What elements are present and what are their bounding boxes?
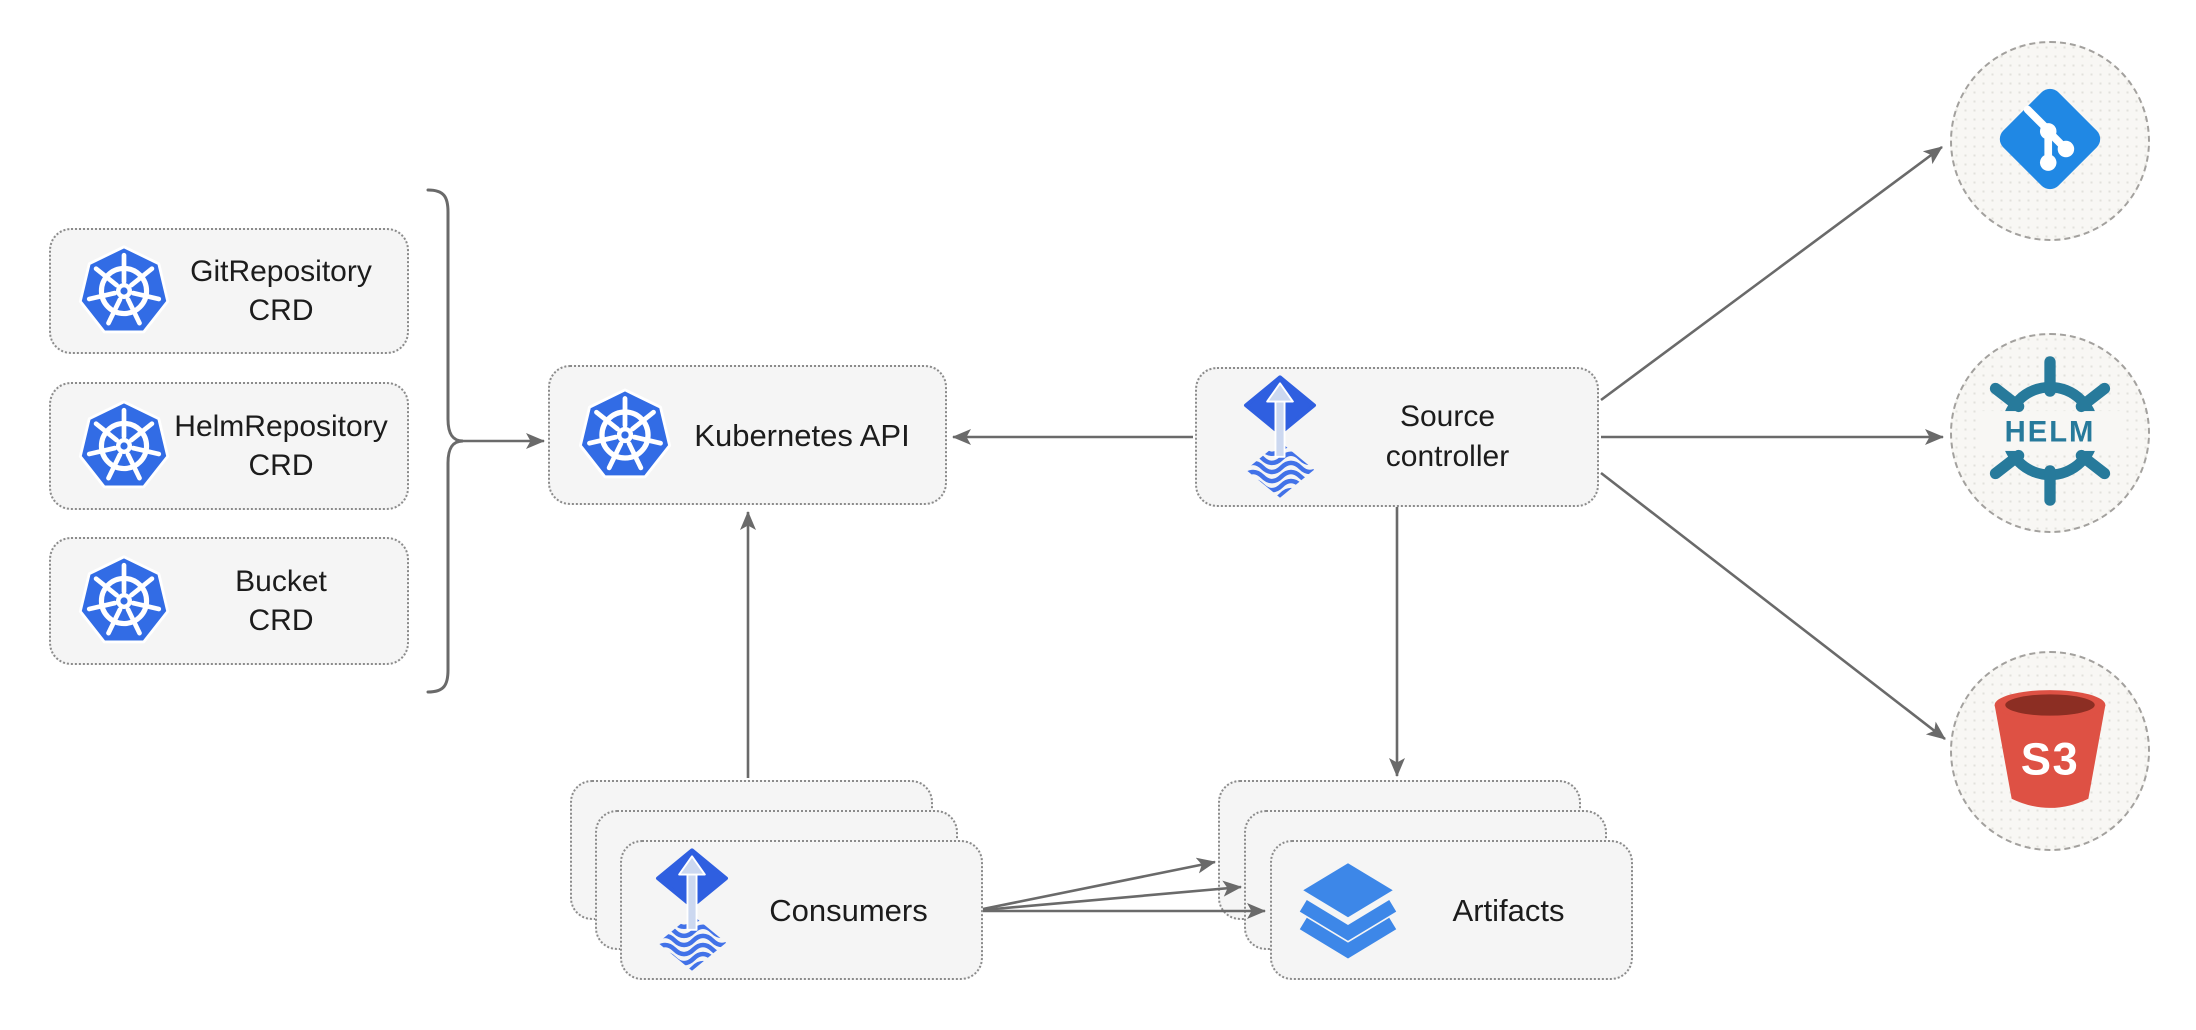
layers-icon [1296, 858, 1400, 962]
helmrepository-crd-label: HelmRepository CRD [171, 407, 391, 485]
gitrepository-crd-line1: GitRepository [190, 255, 372, 288]
arrow-consumers-to-artifacts-2 [982, 880, 1242, 912]
node-helmrepository-crd: HelmRepository CRD [49, 382, 409, 510]
node-source-controller: Source controller [1195, 367, 1599, 507]
kubernetes-api-label: Kubernetes API [694, 417, 910, 453]
node-consumers: Consumers [620, 840, 983, 980]
crd-group-bracket [426, 188, 464, 694]
source-controller-line2: controller [1385, 440, 1510, 473]
kubernetes-icon [77, 244, 171, 338]
bucket-crd-label: Bucket CRD [171, 562, 391, 640]
s3-logo-text: S3 [2021, 733, 2079, 784]
git-icon [1991, 80, 2109, 203]
flux-icon [1242, 375, 1318, 500]
bucket-crd-line1: Bucket [235, 565, 327, 598]
s3-bucket-icon: S3 [1979, 678, 2121, 825]
kubernetes-icon [77, 399, 171, 493]
source-controller-label: Source controller [1318, 397, 1577, 477]
gitrepository-crd-line2: CRD [248, 294, 314, 327]
consumers-label: Consumers [769, 892, 928, 928]
kubernetes-icon [77, 554, 171, 648]
helm-icon: HELM [1957, 338, 2143, 529]
node-git-source [1950, 41, 2150, 241]
kubernetes-icon [577, 387, 673, 483]
arrow-source-controller-to-git [1600, 145, 1943, 402]
node-gitrepository-crd: GitRepository CRD [49, 228, 409, 354]
node-bucket-crd: Bucket CRD [49, 537, 409, 665]
helmrepository-crd-line1: HelmRepository [174, 410, 388, 443]
node-artifacts: Artifacts [1270, 840, 1633, 980]
node-kubernetes-api: Kubernetes API [548, 365, 947, 505]
artifacts-label: Artifacts [1452, 892, 1565, 928]
bucket-crd-line2: CRD [248, 604, 314, 637]
helm-logo-text: HELM [2005, 416, 2096, 448]
arrow-consumers-to-artifacts-1 [982, 857, 1216, 911]
gitrepository-crd-label: GitRepository CRD [171, 252, 391, 330]
node-s3-source: S3 [1950, 651, 2150, 851]
source-controller-line1: Source [1399, 400, 1496, 433]
flux-icon [654, 848, 730, 973]
node-helm-source: HELM [1950, 333, 2150, 533]
helmrepository-crd-line2: CRD [248, 449, 314, 482]
arrow-source-controller-to-s3 [1600, 471, 1946, 741]
